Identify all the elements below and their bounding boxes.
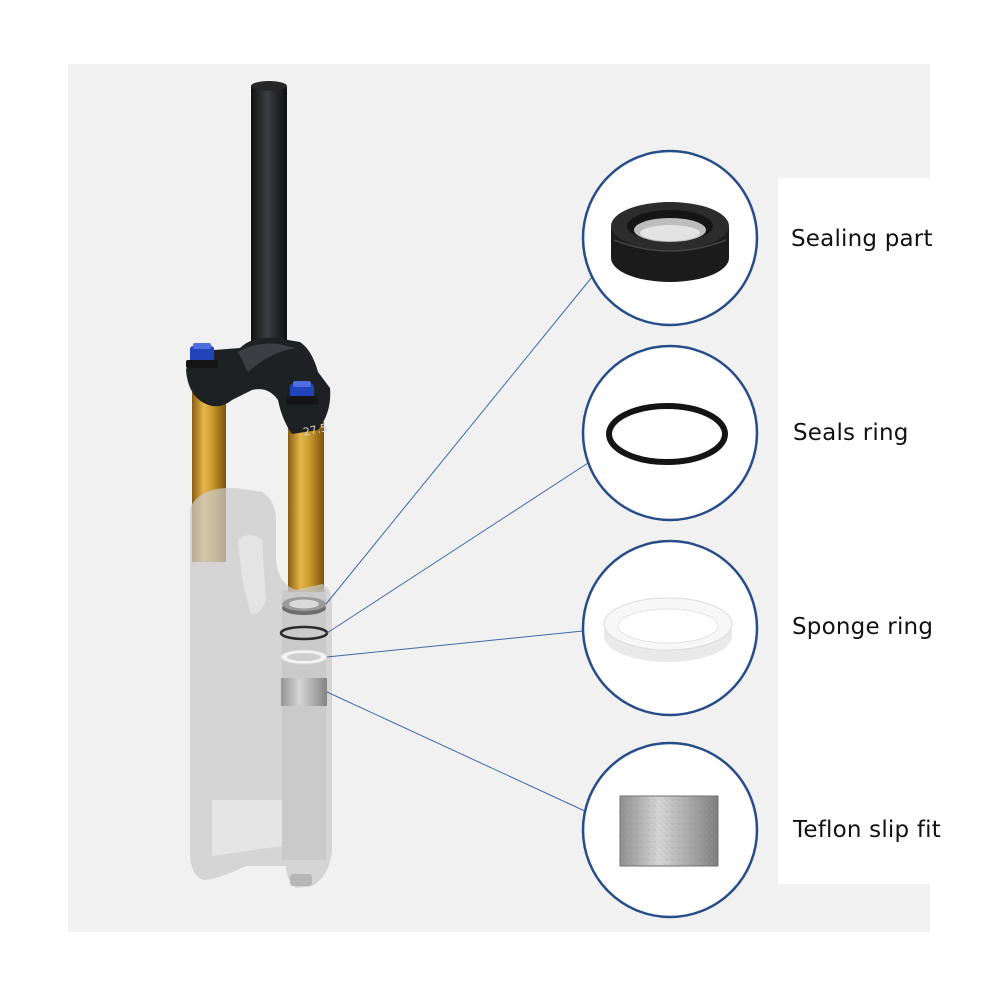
label-panel [778, 178, 1000, 884]
label-sponge-ring: Sponge ring [792, 614, 934, 640]
lower-legs [190, 487, 332, 888]
steerer-tube-top [251, 81, 287, 91]
detail-circle-seals-ring [581, 344, 759, 522]
detail-circle-sponge-ring [581, 539, 759, 717]
crown-marking: 27.5 [302, 421, 329, 439]
leader-line-sealing-part [325, 276, 593, 605]
lower-leg-arch-window [212, 800, 282, 856]
leader-line-sponge-ring [326, 630, 584, 658]
leader-lines [325, 276, 593, 813]
lower-leg-right-tube [282, 590, 326, 860]
label-sealing-part: Sealing part [791, 226, 933, 252]
right-stanchion [288, 422, 324, 592]
left-adjuster-knob [186, 343, 218, 368]
lower-leg-inner-cutout [238, 535, 266, 615]
leader-line-teflon-slip-fit [326, 691, 588, 813]
suspension-fork: 27.5 [186, 81, 332, 888]
detail-circle-teflon-slip-fit [581, 741, 759, 919]
crown-highlight [238, 343, 296, 372]
right-adjuster-knob [286, 381, 318, 405]
internal-teflon-slip [281, 678, 327, 706]
slip-bushing-image [619, 795, 719, 867]
internal-sponge-ring [280, 649, 328, 665]
internal-sealing-part [282, 597, 326, 615]
fork-crown [186, 337, 331, 434]
dust-seal-image [611, 202, 729, 282]
label-teflon-slip-fit: Teflon slip fit [793, 817, 941, 843]
detail-circle-sealing-part [581, 149, 759, 327]
o-ring-image [606, 403, 728, 465]
dropout [290, 874, 312, 886]
leader-line-seals-ring [326, 462, 589, 634]
label-seals-ring: Seals ring [793, 420, 909, 446]
foam-ring-image [603, 597, 733, 662]
steerer-tube [251, 84, 287, 362]
